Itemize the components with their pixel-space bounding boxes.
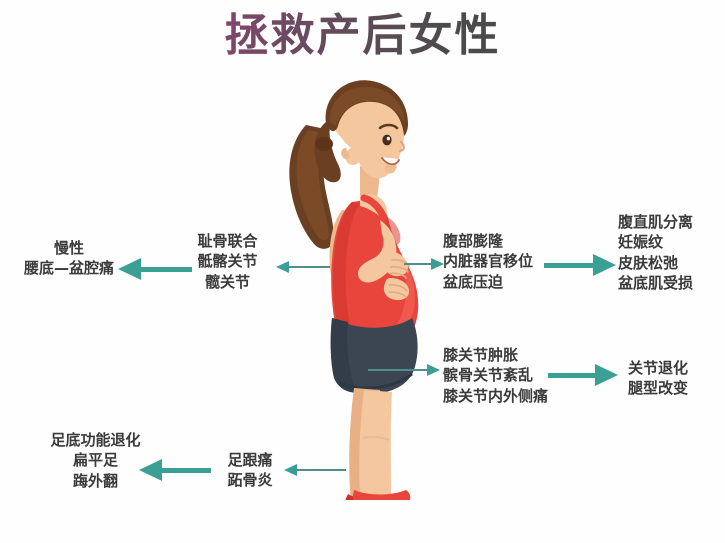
arrow-shaft <box>548 373 599 378</box>
page-title: 拯救产后女性 <box>0 8 725 63</box>
label-abdomen: 腹部膨隆 内脏器官移位 盆底压迫 <box>443 231 563 292</box>
knee-result-line-1: 关节退化 <box>628 359 689 377</box>
abdomen-result-line-3: 皮肤松弛 <box>618 253 679 272</box>
chronic-pain-line-1: 慢性 <box>53 239 84 257</box>
foot-line-2: 跖骨炎 <box>227 471 273 490</box>
abdomen-result-line-4: 盆底肌受损 <box>618 274 694 293</box>
foot-line-1: 足跟痛 <box>227 451 273 469</box>
knee-line-2: 髌骨关节紊乱 <box>443 366 534 385</box>
label-foot-result: 足底功能退化 扁平足 踇外翻 <box>38 430 153 491</box>
knee-line-3: 膝关节内外侧痛 <box>443 386 549 405</box>
abdomen-line-2: 内脏器官移位 <box>443 252 534 271</box>
arrow-head-icon <box>593 254 616 276</box>
foot-result-line-2: 扁平足 <box>72 451 118 470</box>
pelvic-joints-line-2: 骶髂关节 <box>197 252 258 271</box>
arrow-shaft <box>294 469 346 471</box>
pelvic-joints-line-3: 髋关节 <box>204 272 250 291</box>
arrow-head-icon <box>427 364 440 376</box>
abdomen-result-line-2: 妊娠纹 <box>618 233 664 252</box>
label-foot: 足跟痛 跖骨炎 <box>215 450 285 491</box>
label-chronic-pain: 慢性 腰底—盆腔痛 <box>14 238 124 279</box>
arrow-head-icon <box>431 258 444 270</box>
arrow-shaft <box>404 263 434 265</box>
foot-result-line-3: 踇外翻 <box>72 471 118 490</box>
chronic-pain-line-2: 腰底—盆腔痛 <box>23 259 114 278</box>
label-abdomen-result: 腹直肌分离 妊娠纹 皮肤松弛 盆底肌受损 <box>618 212 723 294</box>
label-knee-result: 关节退化 腿型改变 <box>628 358 723 399</box>
arrow-head-icon <box>595 364 618 386</box>
pregnant-woman-illustration <box>268 70 458 500</box>
knee-line-1: 膝关节肿胀 <box>443 346 519 364</box>
pelvic-joints-line-1: 耻骨联合 <box>197 232 258 250</box>
knee-result-line-2: 腿型改变 <box>628 379 689 398</box>
abdomen-result-line-1: 腹直肌分离 <box>618 213 694 231</box>
abdomen-line-1: 腹部膨隆 <box>443 232 504 250</box>
foot-result-line-1: 足底功能退化 <box>50 431 141 449</box>
arrow-head-icon <box>284 464 297 476</box>
arrow-shaft <box>286 266 330 268</box>
arrow-shaft <box>158 468 211 473</box>
label-pelvic-joints: 耻骨联合 骶髂关节 髋关节 <box>180 231 275 292</box>
arrow-head-icon <box>118 258 141 280</box>
label-knee: 膝关节肿胀 髌骨关节紊乱 膝关节内外侧痛 <box>443 345 573 406</box>
arrow-shaft <box>368 369 430 371</box>
arrow-shaft <box>137 267 192 272</box>
abdomen-line-3: 盆底压迫 <box>443 272 504 291</box>
arrow-shaft <box>544 263 597 268</box>
arrow-head-icon <box>276 261 289 273</box>
arrow-head-icon <box>139 459 162 481</box>
